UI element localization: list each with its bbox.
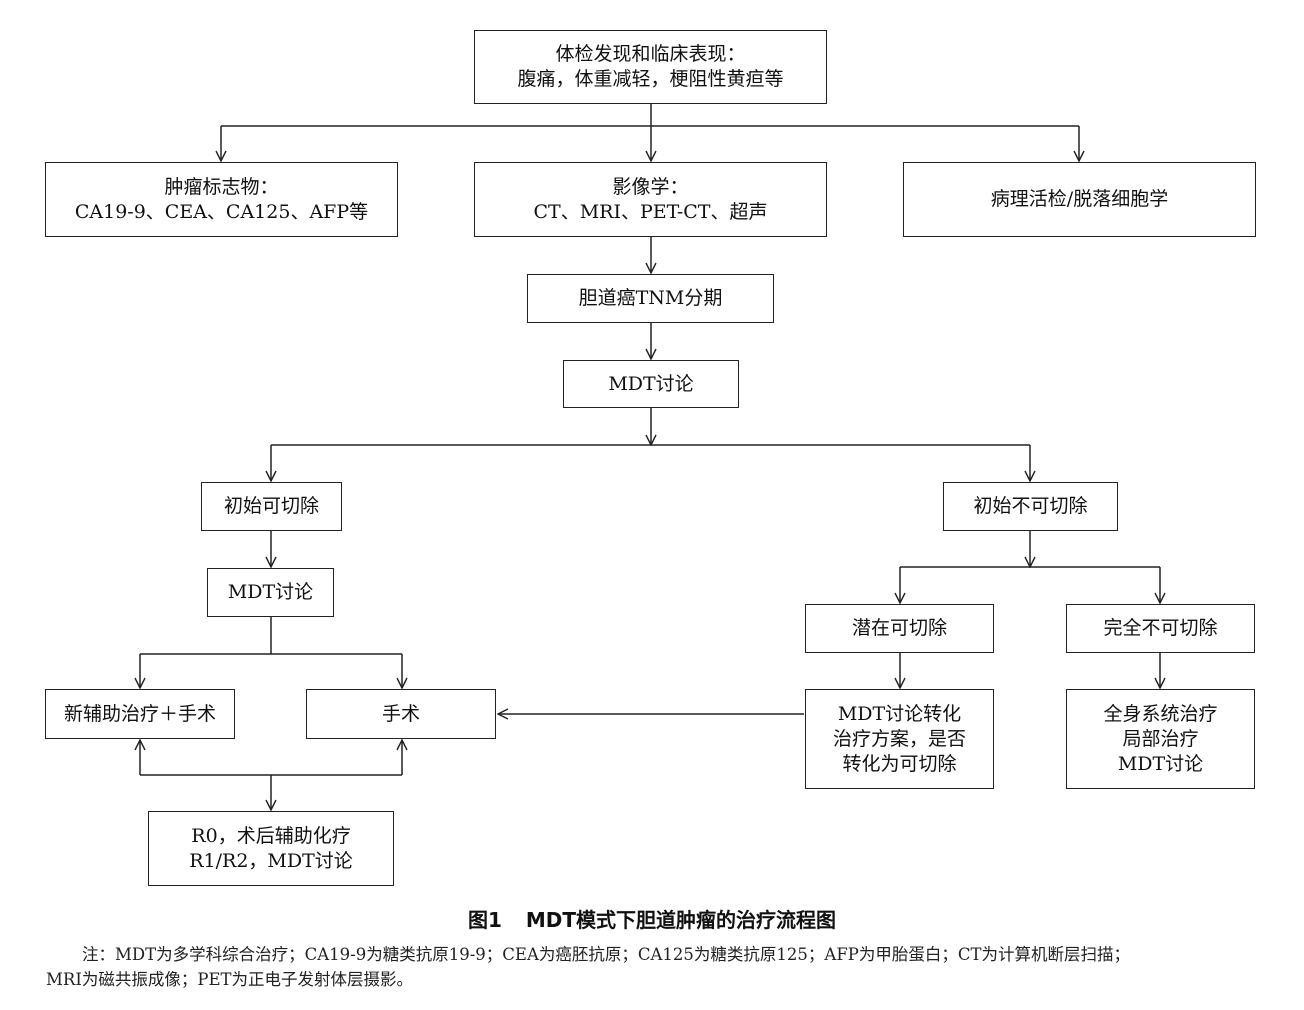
- postop-outcome-node: R0，术后辅助化疗 R1/R2，MDT讨论: [148, 811, 394, 886]
- initially-unresectable-node: 初始不可切除: [943, 482, 1118, 531]
- conversion-mdt-line2: 治疗方案，是否: [832, 727, 966, 750]
- conversion-mdt-node: MDT讨论转化 治疗方案，是否 转化为可切除: [805, 689, 994, 789]
- completely-unresectable-label: 完全不可切除: [1103, 617, 1218, 639]
- figure-note: 注：MDT为多学科综合治疗；CA19-9为糖类抗原19-9；CEA为癌胚抗原；C…: [46, 942, 1266, 992]
- completely-unresectable-node: 完全不可切除: [1066, 604, 1255, 653]
- initial-presentation-line1: 体检发现和临床表现：: [555, 43, 746, 65]
- figure-caption: 图1 MDT模式下胆道肿瘤的治疗流程图: [0, 904, 1304, 933]
- conversion-mdt-line1: MDT讨论转化: [837, 702, 962, 725]
- postop-outcome-line1: R0，术后辅助化疗: [191, 824, 351, 847]
- figure-title: MDT模式下胆道肿瘤的治疗流程图: [525, 908, 837, 932]
- figure-label: 图1: [467, 908, 502, 932]
- initially-unresectable-label: 初始不可切除: [973, 495, 1088, 517]
- mdt-discussion-node: MDT讨论: [563, 360, 739, 408]
- mdt-discussion-label: MDT讨论: [608, 372, 694, 395]
- surgery-node: 手术: [306, 689, 496, 739]
- initial-presentation-line2: 腹痛，体重减轻，梗阻性黄疸等: [517, 68, 784, 90]
- systemic-therapy-node: 全身系统治疗 局部治疗 MDT讨论: [1066, 689, 1255, 789]
- resectable-mdt-label: MDT讨论: [227, 581, 314, 603]
- potentially-resectable-label: 潜在可切除: [851, 617, 947, 639]
- systemic-therapy-line2: 局部治疗: [1122, 727, 1199, 750]
- initially-resectable-node: 初始可切除: [201, 482, 342, 531]
- figure-note-line2: MRI为磁共振成像；PET为正电子发射体层摄影。: [46, 970, 413, 989]
- tnm-staging-node: 胆道癌TNM分期: [527, 274, 774, 323]
- postop-outcome-line2: R1/R2，MDT讨论: [189, 849, 353, 872]
- neoadjuvant-surgery-node: 新辅助治疗＋手术: [45, 689, 235, 739]
- systemic-therapy-line1: 全身系统治疗: [1103, 702, 1218, 725]
- imaging-line2: CT、MRI、PET-CT、超声: [533, 200, 768, 223]
- surgery-label: 手术: [381, 702, 420, 725]
- tumor-markers-line1: 肿瘤标志物：: [164, 175, 279, 198]
- initial-presentation-node: 体检发现和临床表现： 腹痛，体重减轻，梗阻性黄疸等: [474, 30, 827, 104]
- tumor-markers-node: 肿瘤标志物： CA19-9、CEA、CA125、AFP等: [45, 162, 398, 237]
- initially-resectable-label: 初始可切除: [223, 495, 319, 517]
- imaging-node: 影像学： CT、MRI、PET-CT、超声: [474, 162, 827, 237]
- pathology-line1: 病理活检/脱落细胞学: [990, 188, 1169, 210]
- figure-note-line1: 注：MDT为多学科综合治疗；CA19-9为糖类抗原19-9；CEA为癌胚抗原；C…: [82, 945, 1131, 964]
- potentially-resectable-node: 潜在可切除: [805, 604, 994, 653]
- tumor-markers-line2: CA19-9、CEA、CA125、AFP等: [74, 200, 369, 223]
- pathology-node: 病理活检/脱落细胞学: [903, 162, 1256, 237]
- conversion-mdt-line3: 转化为可切除: [842, 752, 957, 775]
- tnm-staging-label: 胆道癌TNM分期: [578, 287, 723, 309]
- imaging-line1: 影像学：: [612, 175, 689, 198]
- systemic-therapy-line3: MDT讨论: [1117, 752, 1204, 775]
- resectable-mdt-node: MDT讨论: [207, 568, 334, 617]
- neoadjuvant-surgery-label: 新辅助治疗＋手术: [63, 702, 216, 725]
